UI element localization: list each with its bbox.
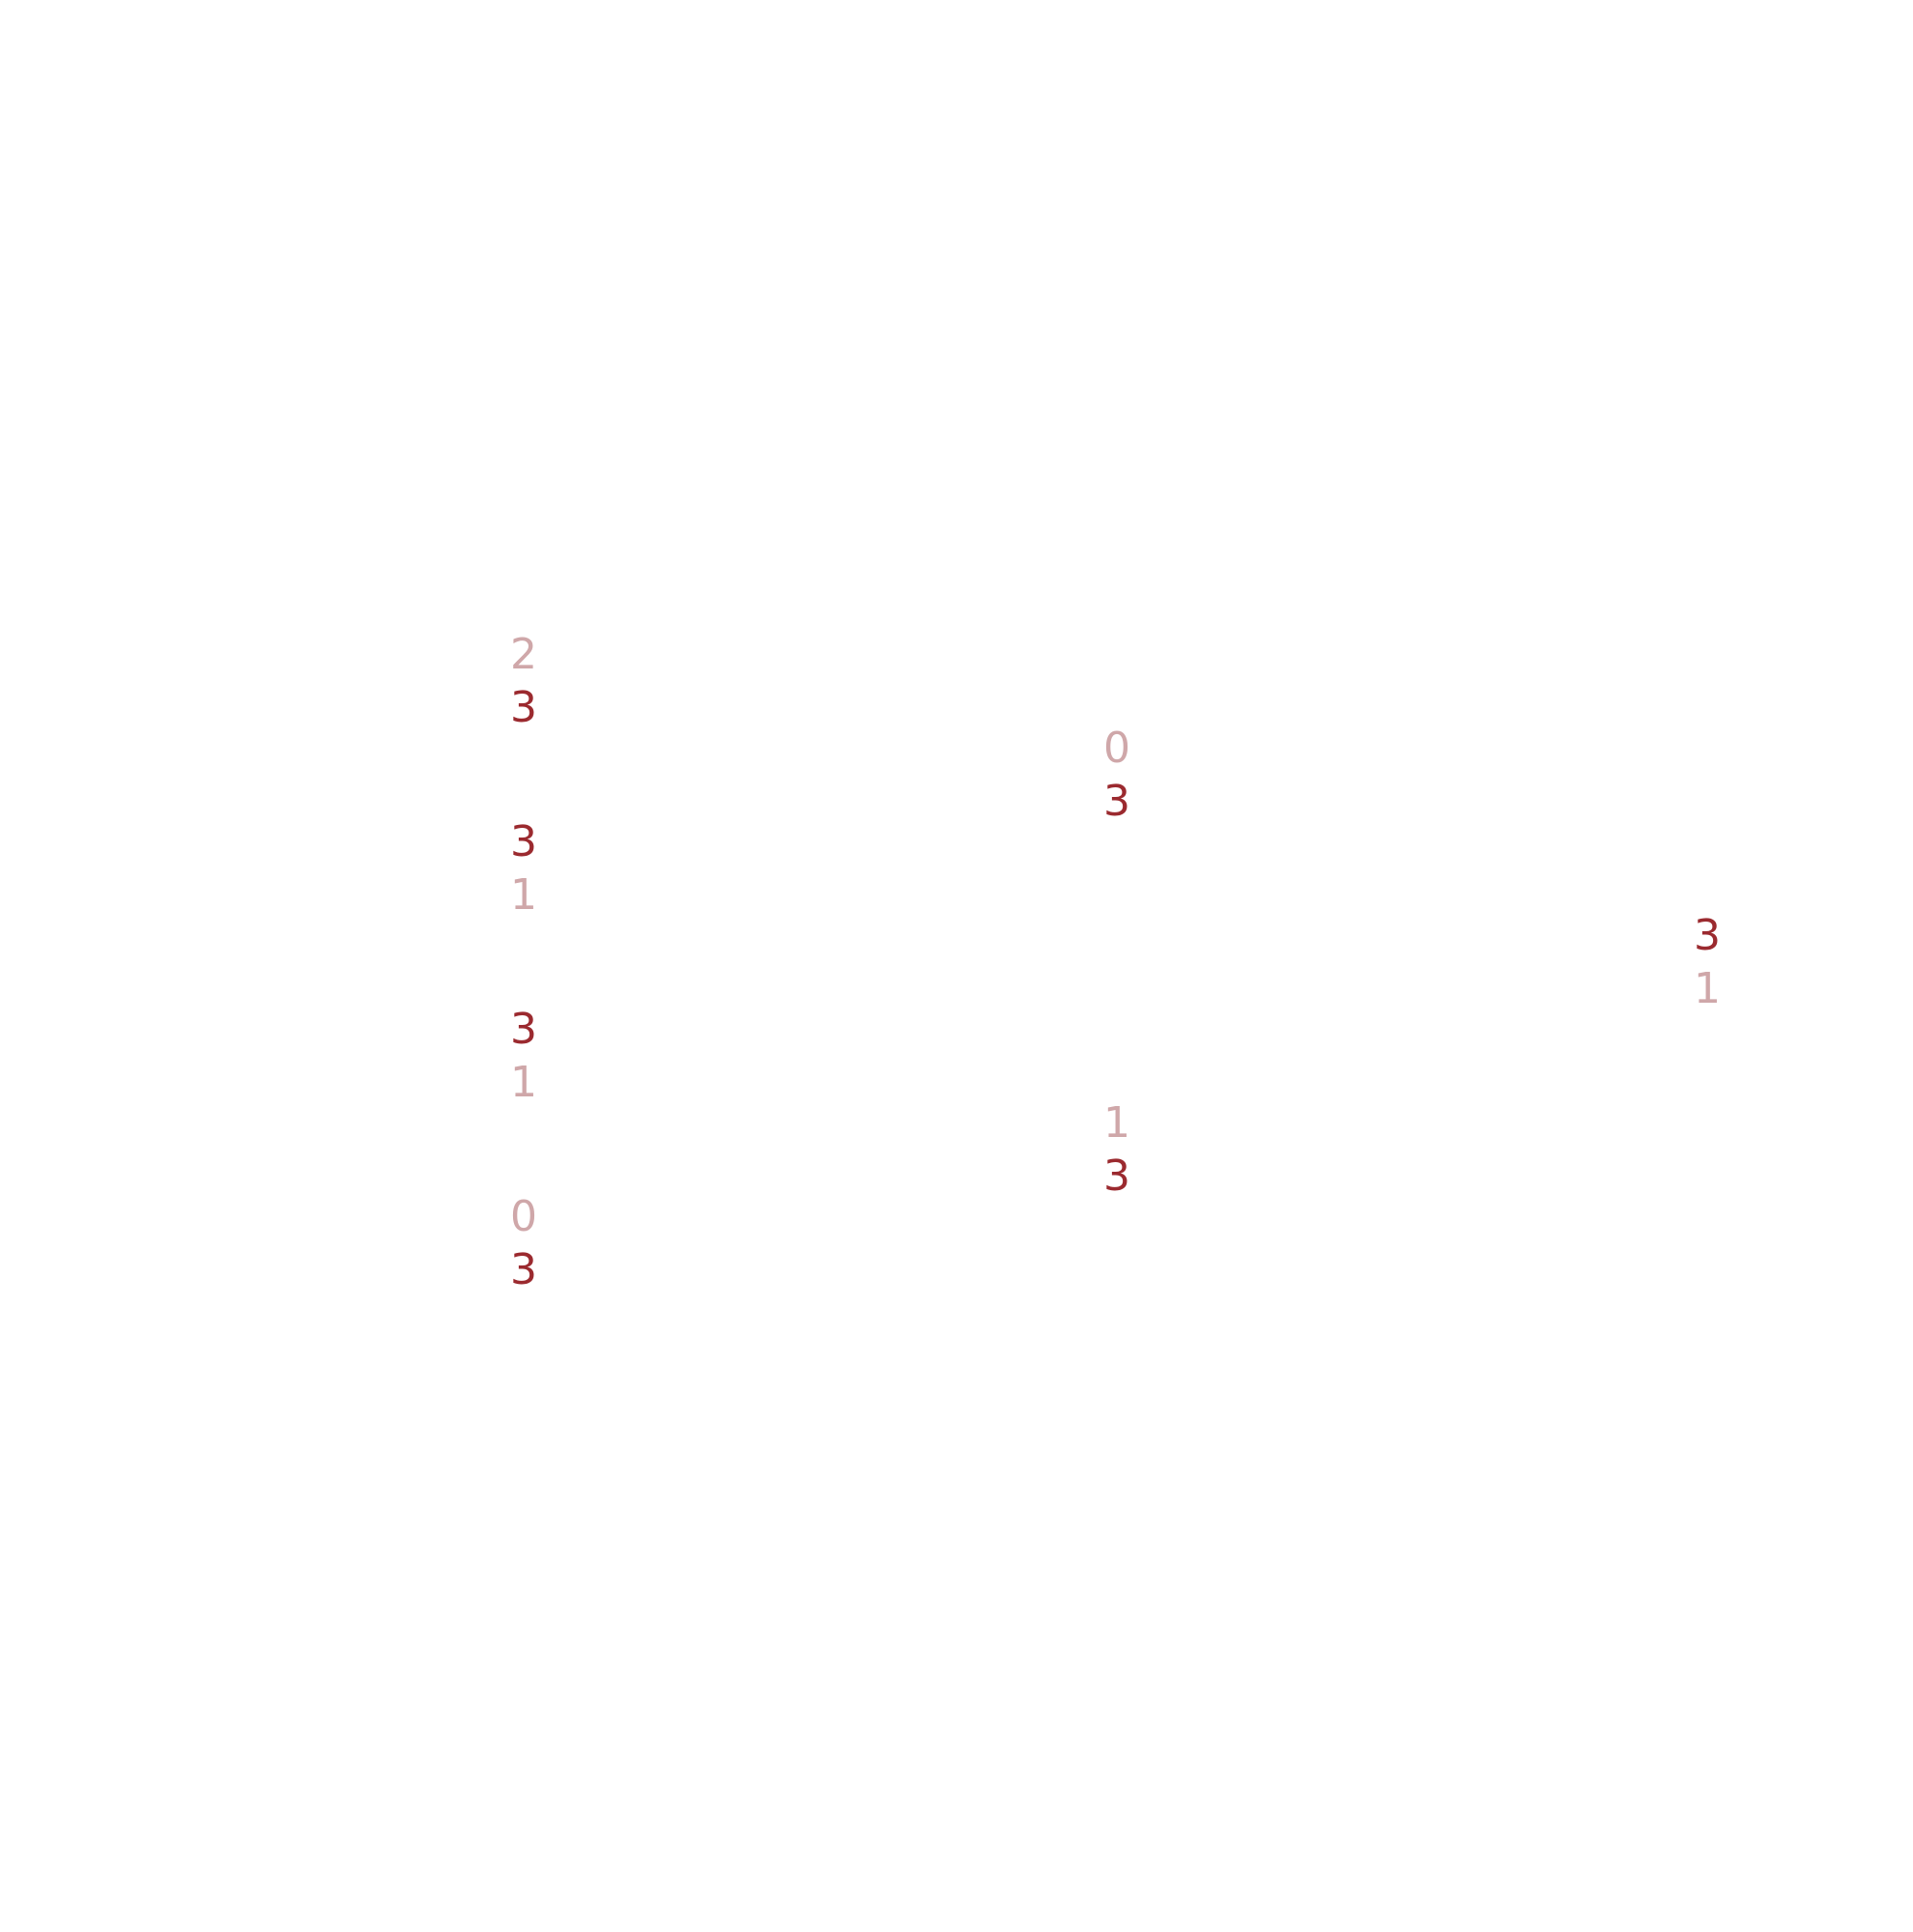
match-score-top: 2 <box>510 630 537 679</box>
match-score-bottom: 3 <box>510 1245 537 1294</box>
match-score-bottom: 1 <box>1694 964 1721 1013</box>
match-score-top: 3 <box>510 817 537 867</box>
match-score-bottom: 3 <box>1103 777 1130 826</box>
match-score-top: 3 <box>1694 911 1721 960</box>
match-score-bottom: 3 <box>1103 1151 1130 1201</box>
match-score-top: 1 <box>1103 1098 1130 1148</box>
round-1-match-2: 3 1 <box>495 815 553 922</box>
final-match: 3 1 <box>1678 909 1736 1015</box>
match-score-bottom: 1 <box>510 870 537 920</box>
match-score-top: 0 <box>510 1192 537 1241</box>
round-1-match-3: 3 1 <box>495 1003 553 1109</box>
match-score-top: 0 <box>1103 724 1130 773</box>
round-2-match-2: 1 3 <box>1088 1096 1146 1203</box>
round-2-match-1: 0 3 <box>1088 722 1146 828</box>
round-1-match-4: 0 3 <box>495 1190 553 1296</box>
match-score-top: 3 <box>510 1005 537 1054</box>
round-1-match-1: 2 3 <box>495 628 553 734</box>
match-score-bottom: 3 <box>510 683 537 732</box>
match-score-bottom: 1 <box>510 1058 537 1107</box>
